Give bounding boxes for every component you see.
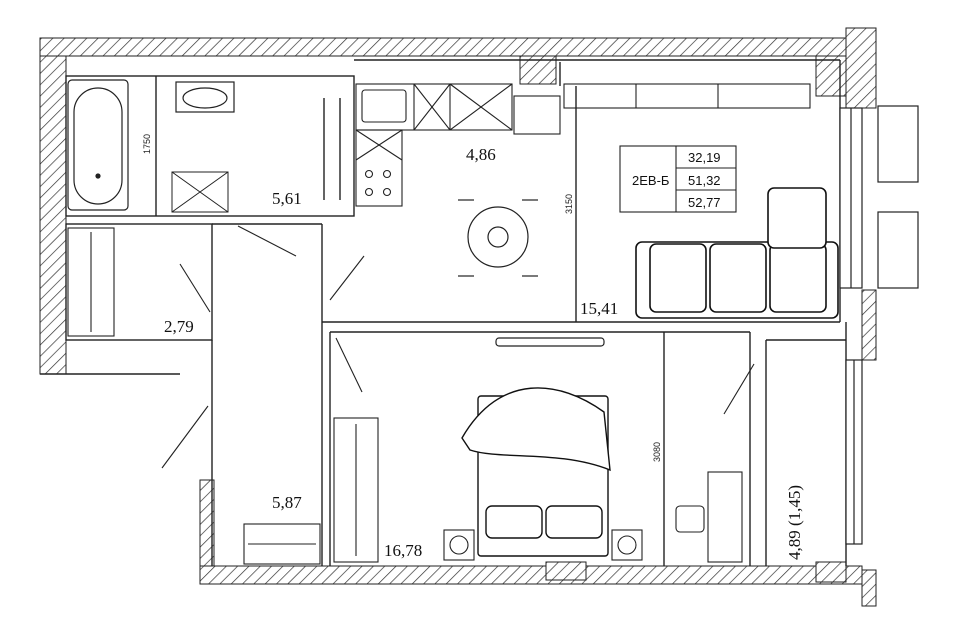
apartment-type-code: 2ЕВ-Б [632,173,669,188]
area-total-with-balcony: 52,77 [688,195,721,210]
wardrobe-shelf [563,83,811,109]
windows [839,105,919,545]
stove-icon [355,129,403,207]
area-living: 32,19 [688,150,721,165]
room-area-bathroom: 5,61 [272,189,302,208]
shower-tray-icon [171,171,229,213]
closet-wardrobe [67,227,115,337]
room-area-balcony: 4,89 (1,45) [785,485,804,560]
desk-icon [675,471,743,563]
hallway-wardrobe [243,523,321,565]
room-area-kitchen: 4,86 [466,145,496,164]
kitchen-counter [355,83,561,135]
dim-kitchen-length: 3150 [564,194,574,214]
bathtub-icon [67,79,129,211]
room-area-closet: 2,79 [164,317,194,336]
door-swings [161,225,755,469]
bed-icon [461,387,611,557]
sink-icon [175,81,235,113]
room-area-living: 15,41 [580,299,618,318]
room-area-bedroom: 16,78 [384,541,422,560]
room-area-hallway: 5,87 [272,493,302,512]
dim-bathroom-width: 1750 [142,134,152,154]
dining-table-icon [458,199,538,277]
sofa-icon [635,187,839,319]
area-total: 51,32 [688,173,721,188]
tv-icon [495,337,605,347]
exterior-walls [39,27,877,607]
bedroom-wardrobe [333,417,379,563]
dim-bedroom-length: 3080 [652,442,662,462]
area-table [619,145,737,213]
nightstand-icon [443,529,643,561]
